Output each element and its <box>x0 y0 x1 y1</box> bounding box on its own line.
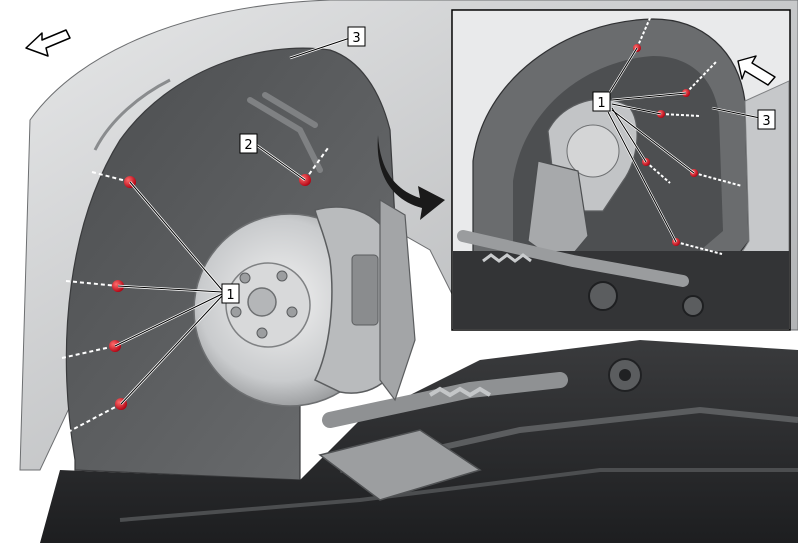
inset-subframe <box>453 251 789 329</box>
callout-3-text: 3 <box>352 31 360 46</box>
wheel-stud <box>286 306 298 318</box>
liner-edge <box>93 78 171 151</box>
inset-mount <box>588 281 618 311</box>
inset-spring-seat <box>566 124 620 178</box>
wheel-stud <box>276 270 288 282</box>
fastener-axis-line <box>65 280 119 287</box>
wheel-stud <box>239 272 251 284</box>
caliper-window <box>351 254 379 326</box>
inset-shaft <box>457 230 689 287</box>
inset-leaders-core <box>604 47 761 243</box>
mount-point <box>619 369 631 381</box>
drive-shaft <box>322 372 568 428</box>
inset-view: 1 3 <box>451 9 791 331</box>
fastener-axis-line <box>67 403 122 433</box>
chassis-rail <box>119 468 798 522</box>
wheel-stud <box>230 306 242 318</box>
callout-1-inset-text: 1 <box>597 96 605 111</box>
callout-1-inset: 1 <box>592 91 611 112</box>
main-leaders-core <box>114 37 351 405</box>
hub-center <box>247 287 277 317</box>
callout-3-inset-text: 3 <box>762 114 770 129</box>
callout-2-text: 2 <box>244 138 252 153</box>
forward-arrow-icon <box>25 29 71 57</box>
inset-mount <box>682 295 704 317</box>
drive-shaft-boot <box>428 386 492 398</box>
inset-boot <box>482 253 532 263</box>
fastener-axis-line <box>61 345 116 359</box>
liner-rib <box>247 92 323 173</box>
callout-1-text: 1 <box>226 288 234 303</box>
curved-arrow-icon <box>377 135 445 220</box>
callout-2-main: 2 <box>239 133 258 154</box>
knuckle <box>379 198 416 402</box>
wheel-stud <box>256 327 268 339</box>
callout-1-main: 1 <box>221 283 240 304</box>
callout-3-inset: 3 <box>757 109 776 130</box>
lower-arm <box>318 429 482 501</box>
forward-arrow-icon <box>737 55 776 86</box>
callout-3-main: 3 <box>347 26 366 47</box>
